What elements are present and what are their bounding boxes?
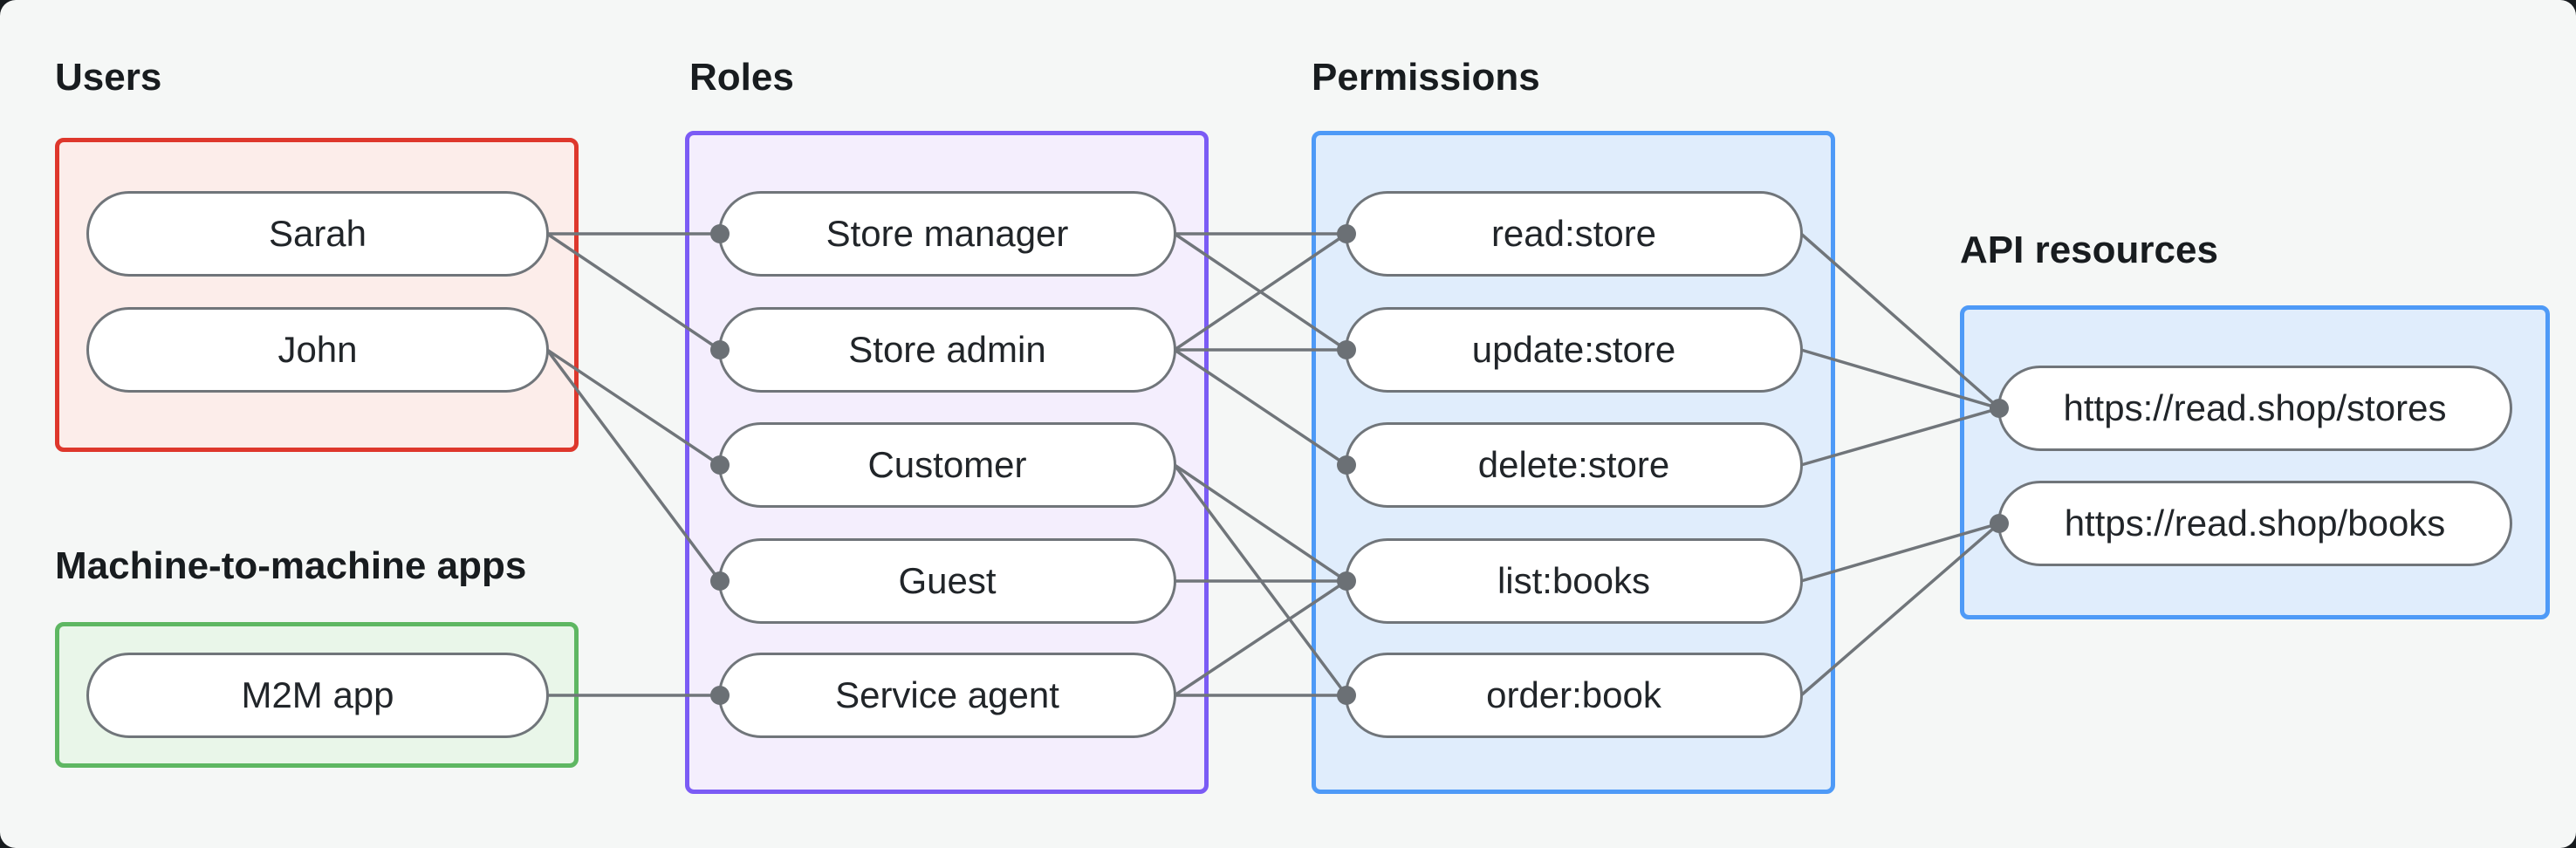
node-read-store: read:store: [1345, 191, 1803, 277]
group-label-api-resources: API resources: [1960, 229, 2218, 271]
node-sarah: Sarah: [86, 191, 549, 277]
node-john: John: [86, 307, 549, 393]
group-label-permissions: Permissions: [1312, 56, 1540, 99]
node-delete-store: delete:store: [1345, 422, 1803, 508]
node-list-books: list:books: [1345, 538, 1803, 624]
group-box-users: [55, 138, 579, 452]
node-store-admin: Store admin: [718, 307, 1176, 393]
node-books-resource: https://read.shop/books: [1997, 481, 2512, 566]
group-box-api-resources: [1960, 305, 2550, 619]
node-order-book: order:book: [1345, 653, 1803, 738]
node-guest: Guest: [718, 538, 1176, 624]
node-store-manager: Store manager: [718, 191, 1176, 277]
node-customer: Customer: [718, 422, 1176, 508]
group-label-roles: Roles: [689, 56, 794, 99]
node-service-agent: Service agent: [718, 653, 1176, 738]
node-update-store: update:store: [1345, 307, 1803, 393]
node-stores-resource: https://read.shop/stores: [1997, 366, 2512, 451]
group-label-m2m-apps: Machine-to-machine apps: [55, 544, 527, 587]
group-label-users: Users: [55, 56, 162, 99]
node-m2m-app: M2M app: [86, 653, 549, 738]
